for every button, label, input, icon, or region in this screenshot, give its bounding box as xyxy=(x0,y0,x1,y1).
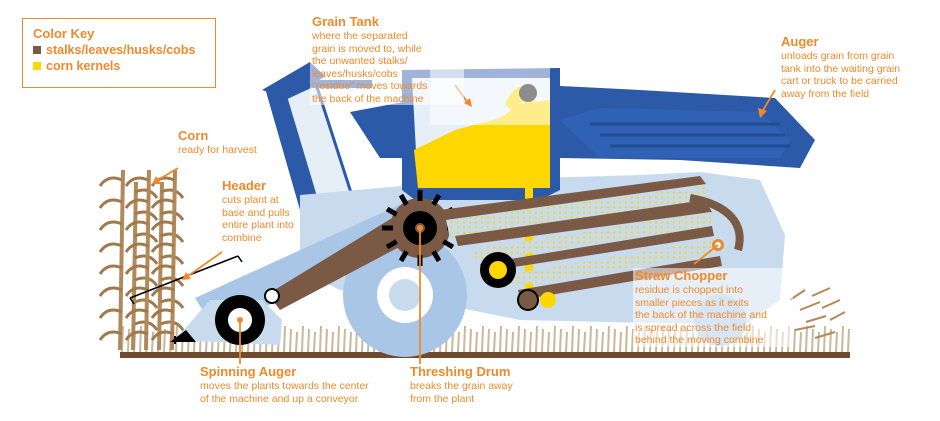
threshing-drum-title: Threshing Drum xyxy=(410,364,511,379)
kernels-swatch xyxy=(33,62,41,70)
color-key: Color Key stalks/leaves/husks/cobs corn … xyxy=(22,18,216,88)
grain-tank-line-4: leaves/husks/cobs xyxy=(312,67,398,80)
straw-chopper-line-2: smaller pieces as it exits xyxy=(635,296,749,309)
grain-tank-title: Grain Tank xyxy=(312,14,379,29)
callout-spinning-auger: Spinning Auger moves the plants towards … xyxy=(200,364,400,405)
color-key-item-kernels: corn kernels xyxy=(33,58,205,74)
stalks-swatch xyxy=(33,46,41,54)
callout-grain-tank: Grain Tank where the separated grain is … xyxy=(310,14,464,105)
leader-header xyxy=(187,251,223,277)
leader-auger xyxy=(761,89,776,113)
ground-strip xyxy=(120,352,850,358)
leader-corn xyxy=(157,167,179,181)
straw-chopper-line-4: is spread across the field xyxy=(635,321,752,334)
color-key-label-kernels: corn kernels xyxy=(46,59,121,73)
combine-cab xyxy=(262,62,372,210)
grain-tank-line-3: the unwanted stalks/ xyxy=(312,55,408,67)
corn-line-1: ready for harvest xyxy=(178,144,257,156)
threshing-drum-line-1: breaks the grain away xyxy=(410,380,513,392)
feeder-conveyor xyxy=(195,200,430,330)
header-unit xyxy=(170,295,282,345)
header-line-2: base and pulls xyxy=(222,206,290,219)
header-title: Header xyxy=(222,178,267,193)
grain-tank-line-6: the back of the machine xyxy=(312,92,424,105)
straw-spread xyxy=(789,287,846,339)
straw-walkers xyxy=(440,176,722,300)
straw-chopper-line-3: the back of the machine and xyxy=(635,309,767,321)
header-line-3: entire plant into xyxy=(222,219,294,231)
callout-corn: Corn ready for harvest xyxy=(178,128,288,157)
grain-tank-line-2: grain is moved to, while xyxy=(312,42,422,55)
spinning-auger-line-1: moves the plants towards the center xyxy=(200,380,369,392)
cleaning-fan xyxy=(480,252,556,311)
auger-title: Auger xyxy=(781,34,819,49)
corn-title: Corn xyxy=(178,128,209,143)
straw-chopper-line-5: behind the moving combine xyxy=(635,334,764,346)
callout-threshing-drum: Threshing Drum breaks the grain away fro… xyxy=(410,364,560,405)
leader-grain-tank-tip xyxy=(464,98,472,107)
color-key-title: Color Key xyxy=(33,26,95,41)
color-key-label-stalks: stalks/leaves/husks/cobs xyxy=(46,43,196,57)
grain-tank-line-1: where the separated xyxy=(312,30,408,42)
callout-straw-chopper: Straw Chopper residue is chopped into sm… xyxy=(633,268,793,347)
straw-chopper-line-1: residue is chopped into xyxy=(635,284,743,296)
header-line-1: cuts plant at xyxy=(222,194,279,206)
leader-straw-chopper xyxy=(693,244,719,265)
spinning-auger-line-2: of the machine and up a conveyor xyxy=(200,392,359,405)
header-line-4: combine xyxy=(222,231,262,244)
grain-tank-line-5: "residue" moves towards xyxy=(312,80,428,92)
auger-line-4: away from the field xyxy=(781,87,870,100)
front-wheel xyxy=(343,233,467,357)
auger-line-1: unloads grain from grain xyxy=(781,50,895,62)
callout-auger: Auger unloads grain from grain tank into… xyxy=(781,34,937,100)
callout-header: Header cuts plant at base and pulls enti… xyxy=(222,178,322,244)
color-key-item-stalks: stalks/leaves/husks/cobs xyxy=(33,42,205,58)
auger-line-3: cart or truck to be carried xyxy=(781,75,898,87)
auger-line-2: tank into the waiting grain xyxy=(781,62,901,75)
corn-plants xyxy=(98,169,185,351)
straw-chopper-title: Straw Chopper xyxy=(635,268,728,283)
spinning-auger-title: Spinning Auger xyxy=(200,364,297,379)
threshing-drum-line-2: from the plant xyxy=(410,392,475,405)
